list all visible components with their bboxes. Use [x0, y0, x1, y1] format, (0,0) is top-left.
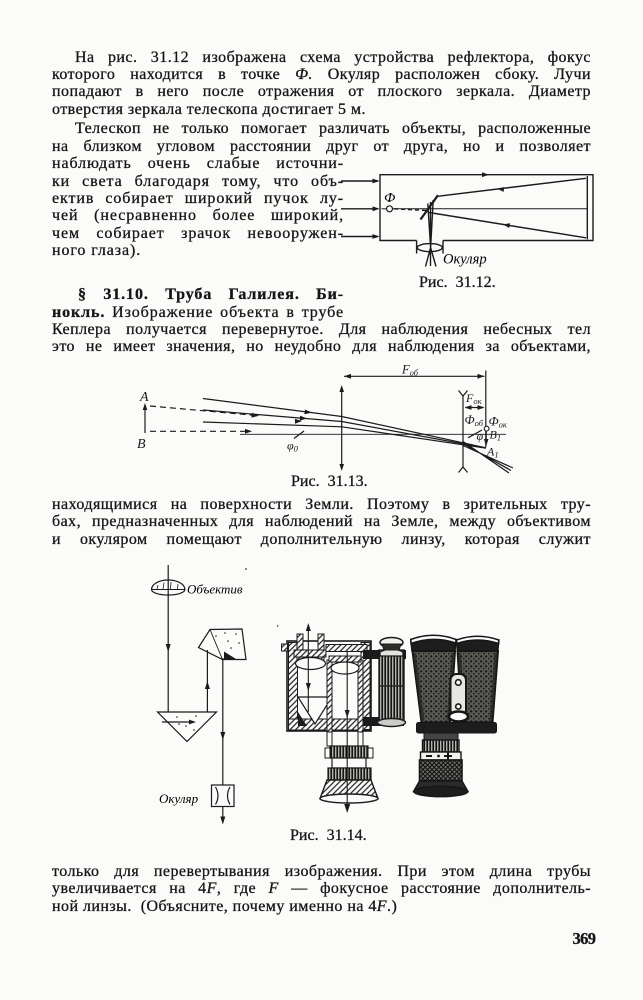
svg-text:Фоб: Фоб — [465, 413, 484, 428]
svg-text:φ0: φ0 — [287, 439, 299, 454]
svg-text:Fоб: Fоб — [401, 363, 419, 378]
svg-text:Объектив: Объектив — [187, 582, 243, 597]
svg-text:A: A — [139, 390, 149, 405]
svg-text:B1: B1 — [490, 428, 502, 443]
svg-text:Ф: Ф — [384, 191, 395, 206]
svg-text:A1: A1 — [486, 445, 499, 460]
svg-text:B: B — [137, 437, 146, 452]
svg-text:Окуляр: Окуляр — [443, 252, 487, 268]
svg-text:Окуляр: Окуляр — [159, 791, 199, 806]
svg-text:φ: φ — [477, 429, 484, 443]
svg-text:Fок: Fок — [465, 391, 483, 406]
